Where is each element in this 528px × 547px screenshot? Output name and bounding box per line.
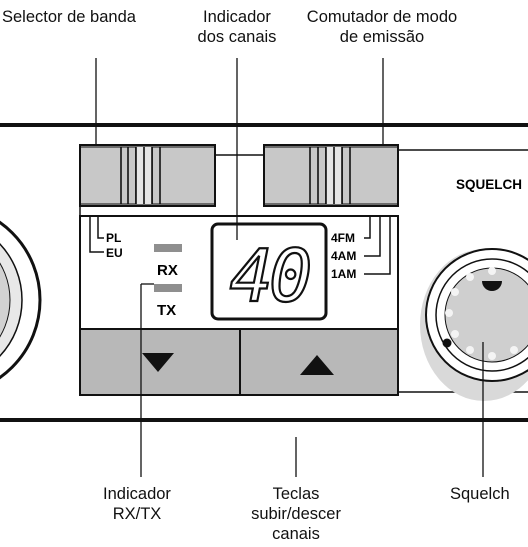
channel-keys-label-line1: Teclas	[272, 485, 320, 503]
band-selector-callout: Selector de banda	[2, 7, 136, 27]
squelch-callout: Squelch	[450, 484, 510, 504]
band-position-marks	[89, 216, 104, 253]
mode-switch-label-line2: de emissão	[339, 28, 425, 46]
channel-keys-label-line2: subir/descer	[251, 505, 341, 523]
mode-4fm-label: 4FM	[331, 231, 355, 245]
mode-position-marks	[364, 216, 391, 275]
arrow-down-icon	[142, 353, 174, 372]
band-eu-label: EU	[106, 246, 123, 260]
mode-4am-label: 4AM	[331, 249, 356, 263]
channel-indicator-callout: Indicador dos canais	[185, 7, 289, 47]
callout-leader-lines	[95, 58, 484, 477]
channel-display-value: 40	[230, 234, 309, 318]
rx-label: RX	[157, 262, 178, 279]
emission-mode-slider[interactable]	[263, 144, 399, 207]
rx-led	[154, 244, 182, 252]
tx-led	[154, 284, 182, 292]
arrow-up-icon	[300, 355, 334, 375]
channel-keys-label-line3: canais	[272, 525, 320, 543]
tx-label: TX	[157, 302, 176, 319]
squelch-callout-label: Squelch	[450, 485, 510, 503]
rxtx-indicator-callout: Indicador RX/TX	[85, 484, 189, 524]
channel-down-button[interactable]	[79, 328, 241, 396]
band-selector-label: Selector de banda	[2, 8, 136, 26]
left-knob	[0, 220, 42, 380]
band-selector-slider[interactable]	[79, 144, 216, 207]
channel-keys-callout: Teclas subir/descer canais	[236, 484, 356, 544]
squelch-min-dot	[442, 338, 452, 348]
channel-indicator-label-line1: Indicador	[203, 8, 271, 26]
mode-1am-label: 1AM	[331, 267, 356, 281]
channel-display	[210, 222, 328, 321]
channel-up-button[interactable]	[239, 328, 399, 396]
squelch-knob[interactable]	[420, 248, 528, 401]
squelch-indicator-mark	[482, 281, 502, 291]
channel-indicator-label-line2: dos canais	[197, 28, 277, 46]
squelch-panel-label: SQUELCH	[456, 177, 522, 192]
band-pl-label: PL	[106, 231, 121, 245]
mode-switch-label-line1: Comutador de modo	[306, 8, 458, 26]
rxtx-indicator-label-line1: Indicador	[103, 485, 171, 503]
rxtx-indicator-label-line2: RX/TX	[112, 505, 162, 523]
mode-switch-callout: Comutador de modo de emissão	[289, 7, 475, 47]
